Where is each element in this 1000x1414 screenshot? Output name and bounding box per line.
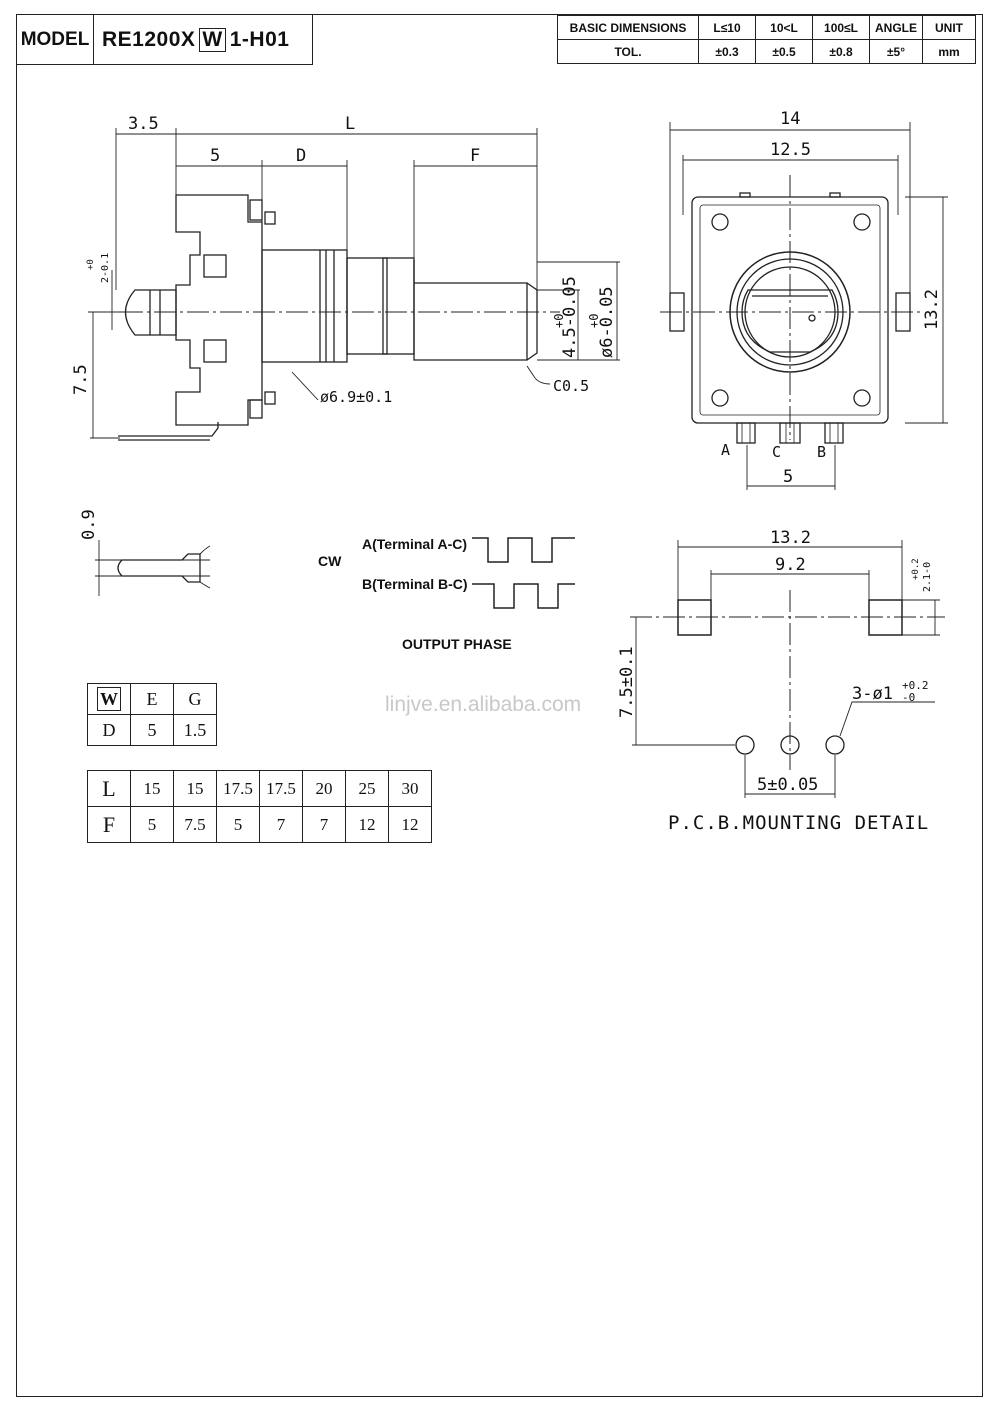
l-row: L 15 15 17.5 17.5 20 25 30: [87, 770, 432, 807]
tol-2: ±0.5: [755, 39, 813, 64]
f-value: 5: [216, 806, 260, 843]
pcb-dim-7-5: 7.5±0.1: [617, 646, 637, 718]
dim-L: L: [345, 114, 355, 134]
we-val-g: 1.5: [173, 714, 217, 746]
pcb-dim-13-2: 13.2: [770, 528, 811, 548]
output-phase-waveform: [472, 537, 575, 609]
l-value: 15: [173, 770, 217, 807]
model-number: RE1200X W 1-H01: [94, 15, 312, 64]
angle-header: ANGLE: [869, 15, 923, 40]
f-value: 12: [388, 806, 432, 843]
pcb-dim-holes-plus: +0.2: [902, 679, 929, 692]
dim-D: D: [296, 146, 306, 166]
we-header-w-text: W: [97, 687, 121, 711]
dim-5: 5: [210, 146, 220, 166]
dim-2: 2-0.1: [100, 253, 111, 283]
range-3: 100≤L: [812, 15, 870, 40]
f-value: 7: [302, 806, 346, 843]
output-phase-title: OUTPUT PHASE: [402, 636, 512, 652]
pin-dim-0-9: 0.9: [79, 509, 99, 540]
we-header-g: G: [173, 683, 217, 715]
f-value: 12: [345, 806, 389, 843]
pcb-dim-holes-minus: -0: [902, 691, 915, 704]
dim-shaft-large-plus: +0: [587, 314, 601, 328]
f-value: 7: [259, 806, 303, 843]
unit-header: UNIT: [922, 15, 976, 40]
range-2: 10<L: [755, 15, 813, 40]
model-box: MODEL RE1200X W 1-H01: [16, 14, 313, 65]
l-value: 17.5: [216, 770, 260, 807]
we-val-e: 5: [130, 714, 174, 746]
terminal-b-label: B: [817, 443, 826, 461]
phase-b-label: B(Terminal B-C): [362, 576, 468, 592]
dim-3-5: 3.5: [128, 114, 159, 134]
pcb-dim-2-1: 2.1-0: [922, 562, 933, 592]
dim-shaft-large: ø6-0.05: [597, 286, 617, 358]
model-label: MODEL: [17, 15, 94, 64]
angle-tol: ±5°: [869, 39, 923, 64]
f-value: 7.5: [173, 806, 217, 843]
front-dim-5: 5: [783, 467, 793, 487]
model-boxed-letter: W: [199, 27, 226, 52]
side-view: [88, 128, 620, 441]
dim-F: F: [470, 146, 480, 166]
dim-7-5: 7.5: [71, 364, 91, 395]
terminal-c-label: C: [772, 443, 781, 461]
we-header-w: W: [87, 683, 131, 715]
cw-label: CW: [318, 553, 342, 569]
dim-shaft-small-plus: +0: [552, 314, 566, 328]
front-dim-12-5: 12.5: [770, 140, 811, 160]
pcb-title: P.C.B.MOUNTING DETAIL: [668, 812, 930, 834]
tol-1: ±0.3: [698, 39, 756, 64]
front-view: [660, 122, 948, 490]
pcb-dim-2-1-plus: +0.2: [911, 558, 921, 580]
dim-chamfer: C0.5: [553, 377, 589, 395]
dim-body: ø6.9±0.1: [320, 388, 392, 406]
l-label: L: [87, 770, 131, 807]
we-row-d: D: [87, 714, 131, 746]
f-row: F 5 7.5 5 7 7 12 12: [87, 806, 432, 843]
w-e-g-table: W E G D 5 1.5: [87, 683, 217, 746]
unit-value: mm: [922, 39, 976, 64]
tol-label: TOL.: [557, 39, 699, 64]
l-value: 15: [130, 770, 174, 807]
pcb-mounting-detail: [630, 540, 945, 798]
f-label: F: [87, 806, 131, 843]
model-prefix: RE1200X: [102, 27, 196, 51]
tol-3: ±0.8: [812, 39, 870, 64]
front-dim-13-2: 13.2: [922, 289, 942, 330]
front-dim-14: 14: [780, 109, 800, 129]
f-value: 5: [130, 806, 174, 843]
watermark: linjve.en.alibaba.com: [385, 693, 582, 716]
phase-a-label: A(Terminal A-C): [362, 536, 467, 552]
drawing-frame: [16, 14, 983, 1397]
basic-dimensions-header: BASIC DIMENSIONS: [557, 15, 699, 40]
l-value: 20: [302, 770, 346, 807]
terminal-a-label: A: [721, 441, 730, 459]
pcb-dim-pitch: 5±0.05: [757, 775, 818, 795]
tolerance-table: BASIC DIMENSIONS L≤10 10<L 100≤L ANGLE U…: [557, 15, 976, 64]
l-value: 17.5: [259, 770, 303, 807]
l-f-table: L 15 15 17.5 17.5 20 25 30 F 5 7.5 5 7 7…: [87, 770, 432, 843]
l-value: 25: [345, 770, 389, 807]
pin-detail: [95, 540, 211, 596]
dim-shaft-small: 4.5-0.05: [560, 276, 580, 358]
model-suffix: 1-H01: [229, 27, 290, 51]
pcb-dim-9-2: 9.2: [775, 555, 806, 575]
we-header-e: E: [130, 683, 174, 715]
l-value: 30: [388, 770, 432, 807]
pcb-dim-holes: 3-ø1: [852, 684, 893, 704]
dim-2-plus: +0: [86, 259, 96, 270]
